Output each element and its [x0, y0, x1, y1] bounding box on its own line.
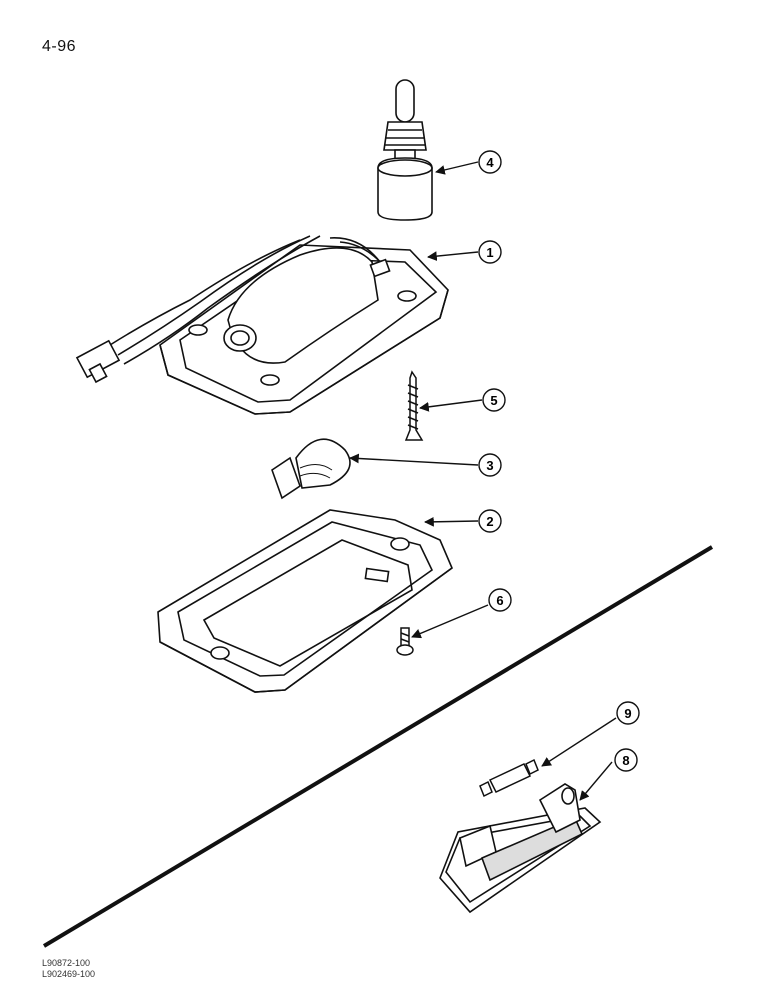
callout-8: 8	[614, 748, 638, 772]
reference-codes: L90872-100 L902469-100	[42, 958, 95, 980]
part-6-screw	[396, 627, 414, 656]
callout-4: 4	[478, 150, 502, 174]
callout-2: 2	[478, 509, 502, 533]
svg-text:2: 2	[486, 514, 493, 529]
part-9-festoon-bulb	[479, 758, 539, 798]
leader-9	[541, 717, 617, 767]
callout-1: 1	[478, 240, 502, 264]
svg-text:9: 9	[624, 706, 631, 721]
divider-line	[42, 545, 714, 948]
svg-text:8: 8	[622, 753, 629, 768]
svg-text:3: 3	[486, 458, 493, 473]
part-1-lamp-assembly	[75, 235, 449, 415]
leader-8	[579, 761, 613, 801]
leader-1	[427, 251, 479, 261]
callout-3: 3	[478, 453, 502, 477]
leader-6	[411, 604, 489, 639]
part-4-bulb-socket	[377, 79, 433, 221]
svg-text:5: 5	[490, 393, 497, 408]
leader-2	[424, 516, 479, 527]
leader-5	[419, 399, 483, 412]
reference-code: L902469-100	[42, 969, 96, 979]
part-5-screw	[404, 370, 424, 441]
leader-lines	[349, 161, 617, 801]
callout-6: 6	[488, 588, 512, 612]
svg-text:6: 6	[496, 593, 503, 608]
callout-5: 5	[482, 388, 506, 412]
svg-text:1: 1	[486, 245, 493, 260]
leader-3	[349, 453, 479, 466]
part-8-interior-light	[439, 783, 602, 914]
leader-4	[435, 161, 479, 175]
page-number: 4-96	[42, 38, 77, 55]
part-2-lens-frame	[157, 509, 453, 693]
reference-code: L90872-100	[42, 958, 91, 968]
svg-text:4: 4	[486, 155, 494, 170]
callout-9: 9	[616, 701, 640, 725]
part-3-bulb	[271, 438, 351, 500]
